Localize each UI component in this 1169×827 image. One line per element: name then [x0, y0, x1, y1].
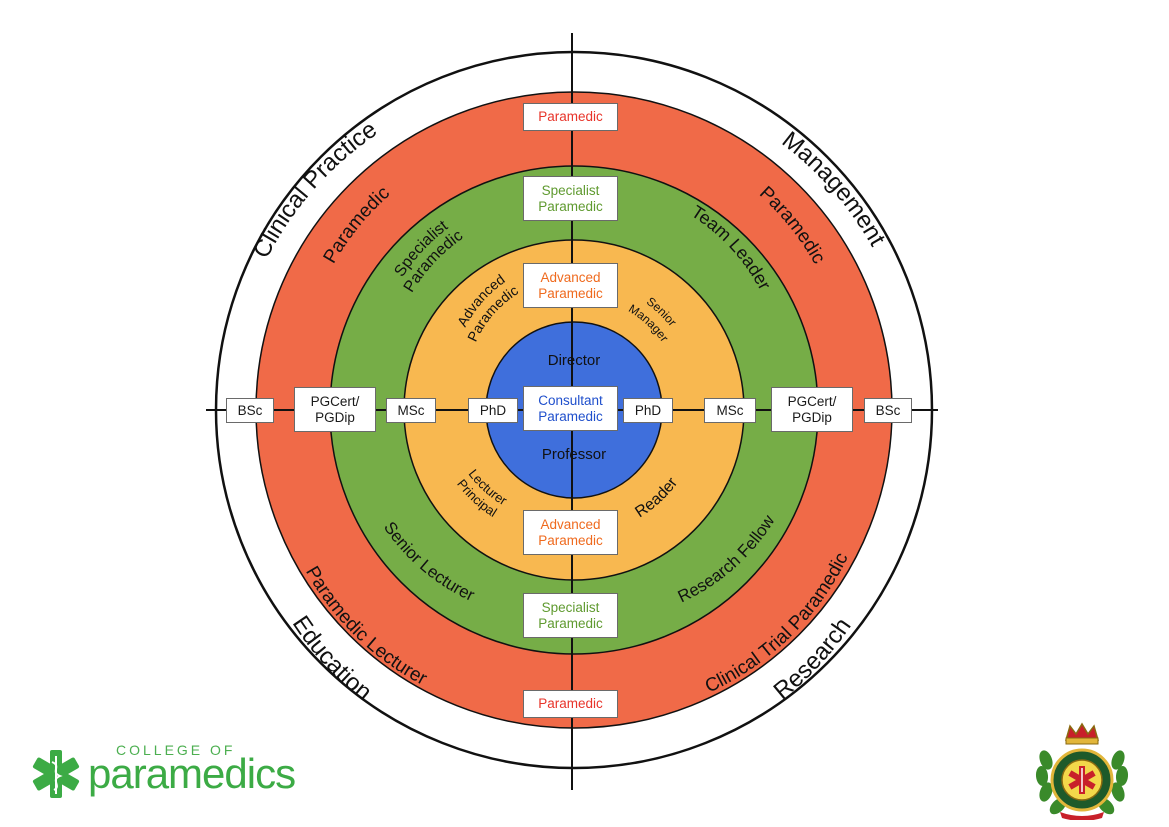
box-right-phd: PhD: [623, 398, 673, 423]
box-bottom-specialist-line1: Specialist: [541, 599, 600, 615]
box-left-phd: PhD: [468, 398, 518, 423]
box-right-bsc-label: BSc: [875, 402, 901, 418]
box-bottom-specialist: Specialist Paramedic: [523, 593, 618, 638]
box-left-pgcert: PGCert/ PGDip: [294, 387, 376, 432]
ambulance-service-crest-icon: [1035, 722, 1129, 820]
box-left-phd-label: PhD: [479, 402, 507, 418]
logo-paramedics: paramedics: [88, 750, 296, 797]
center-director: Director: [548, 352, 601, 369]
box-right-pgcert-line2: PGDip: [792, 409, 832, 425]
box-left-bsc-label: BSc: [237, 402, 263, 418]
box-consultant-paramedic: Consultant Paramedic: [523, 386, 618, 431]
box-bottom-advanced: Advanced Paramedic: [523, 510, 618, 555]
box-right-msc-label: MSc: [716, 402, 744, 418]
box-left-msc: MSc: [386, 398, 436, 423]
box-right-phd-label: PhD: [634, 402, 662, 418]
box-bottom-advanced-line2: Paramedic: [538, 532, 603, 548]
box-top-advanced-line1: Advanced: [540, 269, 601, 285]
box-left-pgcert-line2: PGDip: [315, 409, 355, 425]
box-left-msc-label: MSc: [397, 402, 425, 418]
box-bottom-paramedic-label: Paramedic: [538, 696, 603, 711]
center-professor: Professor: [542, 446, 606, 463]
box-top-paramedic-label: Paramedic: [538, 109, 603, 124]
box-bottom-advanced-line1: Advanced: [540, 516, 601, 532]
logo-college-of: COLLEGE OF: [116, 742, 236, 758]
box-top-specialist: Specialist Paramedic: [523, 176, 618, 221]
box-top-advanced-line2: Paramedic: [538, 285, 603, 301]
box-left-pgcert-line1: PGCert/: [310, 393, 360, 409]
box-right-msc: MSc: [704, 398, 756, 423]
box-consultant-line1: Consultant: [538, 392, 603, 408]
box-left-bsc: BSc: [226, 398, 274, 423]
box-top-paramedic: Paramedic: [523, 103, 618, 131]
box-consultant-line2: Paramedic: [538, 408, 603, 424]
box-top-advanced: Advanced Paramedic: [523, 263, 618, 308]
college-of-paramedics-logo: COLLEGE OF paramedics: [28, 742, 318, 802]
box-top-specialist-line2: Paramedic: [538, 198, 603, 214]
box-right-bsc: BSc: [864, 398, 912, 423]
box-right-pgcert-line1: PGCert/: [787, 393, 837, 409]
box-bottom-specialist-line2: Paramedic: [538, 615, 603, 631]
box-right-pgcert: PGCert/ PGDip: [771, 387, 853, 432]
box-top-specialist-line1: Specialist: [541, 182, 600, 198]
box-bottom-paramedic: Paramedic: [523, 690, 618, 718]
star-of-life-icon: [32, 750, 80, 798]
